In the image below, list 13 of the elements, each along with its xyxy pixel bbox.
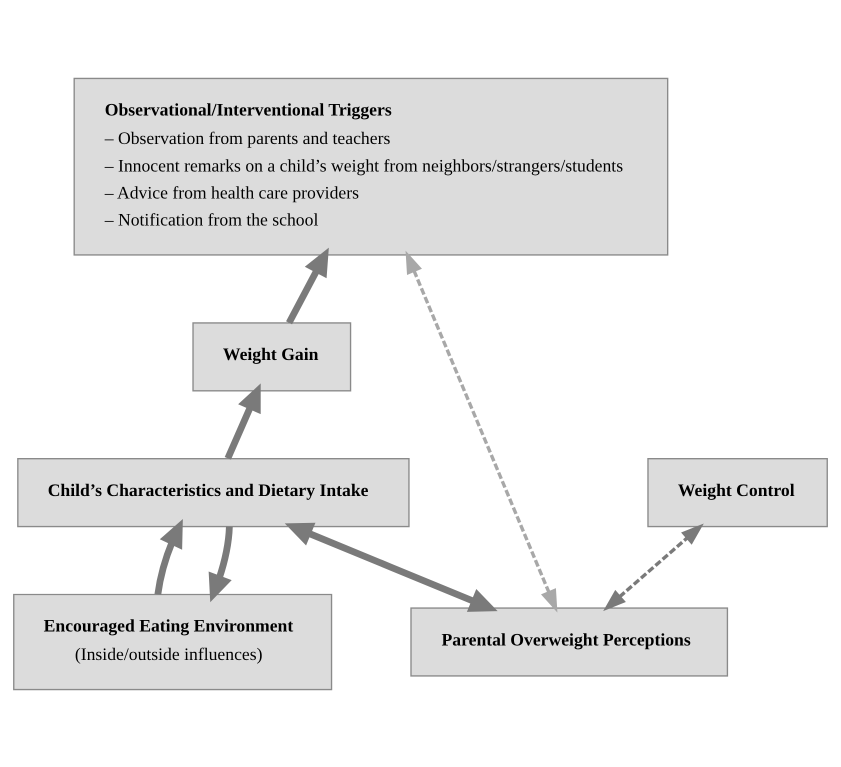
node-box: Weight Gain: [192, 322, 352, 391]
node-box: Observational/Interventional Triggers – Observation from parents and teachers – Innocent remarks on a child’s weight from neighbors/strangers/students – Advice from health care providers – Notification from the school: [74, 77, 668, 256]
node-box: Encouraged Eating Environment (Inside/outside influences): [13, 593, 332, 690]
node-box: Parental Overweight Perceptions: [410, 606, 728, 676]
arrow: [284, 522, 498, 612]
arrow: [154, 518, 183, 594]
arrow: [286, 247, 329, 324]
arrow: [208, 526, 233, 602]
arrow: [603, 522, 704, 611]
arrow: [224, 382, 261, 460]
node-box: Child’s Characteristics and Dietary Intake: [17, 458, 410, 527]
arrow: [406, 250, 558, 612]
node-box: Weight Control: [647, 458, 828, 527]
